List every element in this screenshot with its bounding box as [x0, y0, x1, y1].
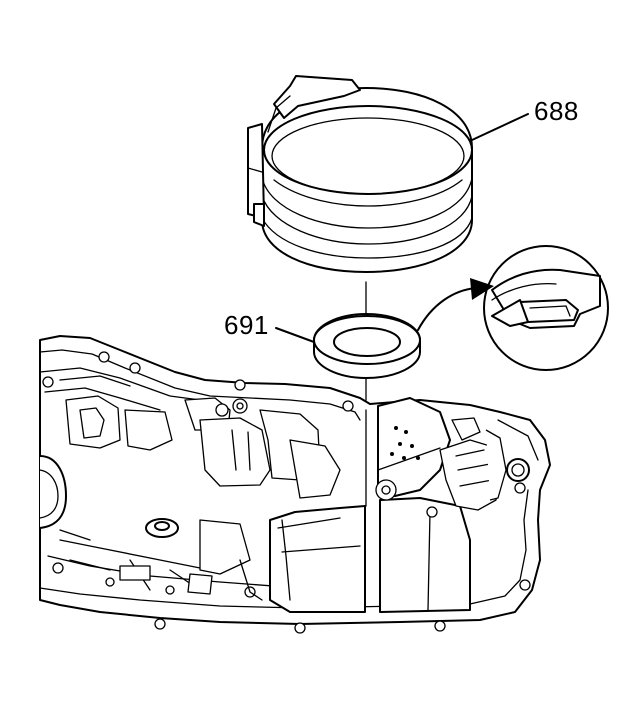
central-cavity [239, 497, 471, 613]
leader-688 [471, 113, 529, 141]
callout-688: 688 [534, 96, 579, 126]
callout-691: 691 [224, 310, 269, 340]
leader-691 [275, 327, 315, 343]
left-bore [39, 455, 67, 529]
detail-arrow [417, 278, 494, 331]
oil-passages-left [39, 367, 341, 595]
servo-area [375, 397, 539, 511]
detail-view [483, 245, 609, 371]
band-688 [247, 75, 473, 273]
case-seal [145, 518, 179, 538]
transmission-case [39, 335, 551, 634]
flange-bolt-holes [42, 351, 531, 634]
washer-691 [313, 313, 421, 379]
